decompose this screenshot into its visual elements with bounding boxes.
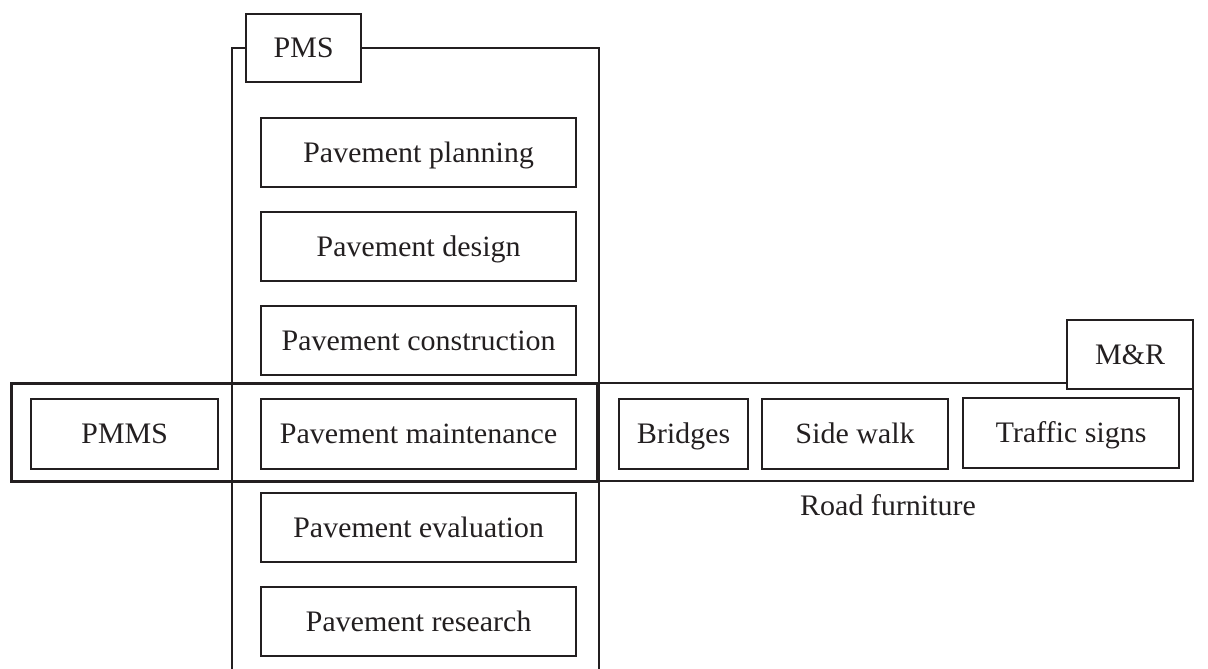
pmms-band-frame	[10, 382, 599, 483]
pms-item-construction: Pavement construction	[260, 305, 577, 376]
mr-item-side-walk: Side walk	[761, 398, 949, 470]
mr-item-traffic-signs: Traffic signs	[962, 397, 1180, 469]
mr-item-bridges: Bridges	[618, 398, 749, 470]
pms-item-maintenance: Pavement maintenance	[260, 398, 577, 470]
pms-item-design: Pavement design	[260, 211, 577, 282]
pmms-label: PMMS	[30, 398, 219, 470]
pms-item-evaluation: Pavement evaluation	[260, 492, 577, 563]
pms-frame-right	[598, 47, 600, 669]
mr-label: M&R	[1066, 319, 1194, 390]
pms-item-research: Pavement research	[260, 586, 577, 657]
pms-frame-top-right	[360, 47, 600, 49]
pms-item-planning: Pavement planning	[260, 117, 577, 188]
pms-frame-top-left	[231, 47, 247, 49]
pms-frame-left	[231, 47, 233, 669]
pms-label: PMS	[245, 13, 362, 83]
mr-frame	[598, 382, 1194, 482]
road-furniture-caption: Road furniture	[800, 489, 976, 522]
